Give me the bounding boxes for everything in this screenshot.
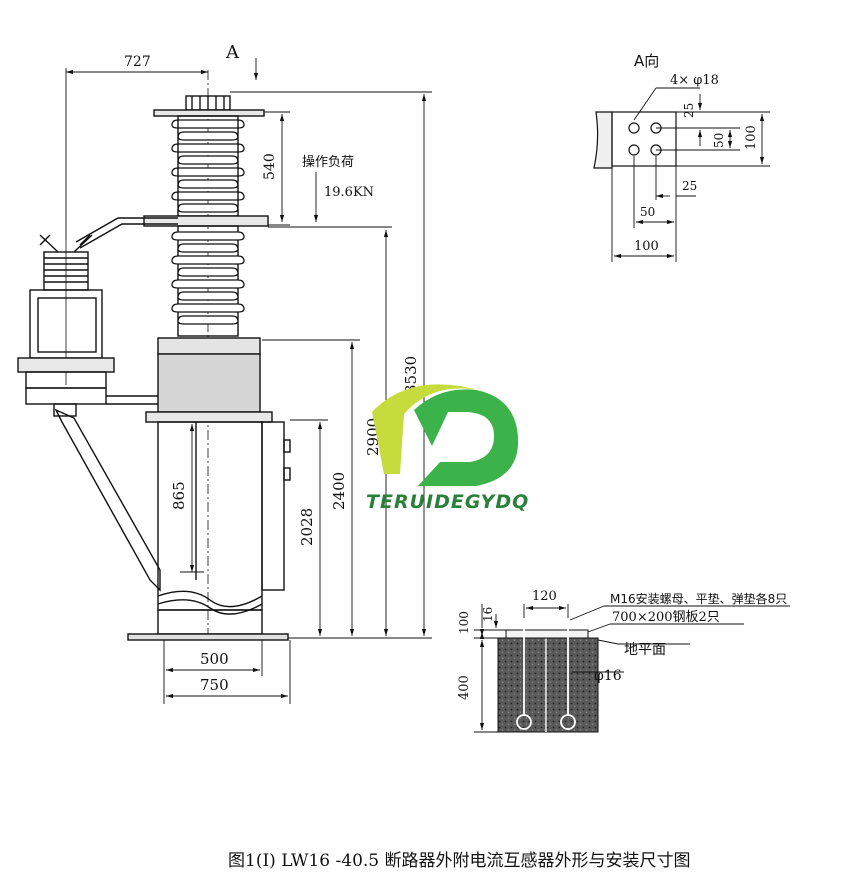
svg-text:400: 400 xyxy=(457,675,472,700)
svg-text:A向: A向 xyxy=(634,52,659,70)
insulator-shed xyxy=(177,267,239,277)
insulator-shed xyxy=(171,303,245,313)
insulator-shed xyxy=(177,179,239,189)
insulator-shed xyxy=(171,167,245,177)
svg-text:φ16: φ16 xyxy=(594,668,622,684)
insulator-shed xyxy=(177,155,239,165)
insulator-shed xyxy=(171,191,245,201)
svg-text:50: 50 xyxy=(712,133,726,148)
view-a-labels: A向 4× φ18 25 50 100 25 50 100 xyxy=(634,52,759,254)
svg-text:操作负荷: 操作负荷 xyxy=(302,154,354,170)
svg-text:19.6KN: 19.6KN xyxy=(324,185,374,200)
anchor-bolts xyxy=(516,618,576,730)
main-dimension-labels: 727 A 540 操作负荷 19.6KN 3530 2900 2400 202… xyxy=(124,42,420,694)
svg-text:100: 100 xyxy=(744,125,759,150)
foundation-dimension-lines xyxy=(474,604,790,733)
svg-text:25: 25 xyxy=(682,179,697,193)
insulator-shed xyxy=(177,315,239,325)
insulator-shed xyxy=(177,291,239,301)
foundation-labels: 120 16 100 400 φ16 M16安装螺母、平垫、弹垫各8只 700×… xyxy=(457,589,787,700)
insulator-shed xyxy=(171,255,245,265)
insulator-shed xyxy=(171,119,245,129)
svg-text:100: 100 xyxy=(457,611,471,634)
figure-caption: 图1(I) LW16 -40.5 断路器外附电流互感器外形与安装尺寸图 xyxy=(228,851,691,871)
svg-text:727: 727 xyxy=(124,54,151,70)
svg-text:865: 865 xyxy=(170,481,188,510)
svg-text:700×200钢板2只: 700×200钢板2只 xyxy=(612,610,720,625)
svg-text:120: 120 xyxy=(532,589,557,604)
svg-text:500: 500 xyxy=(200,650,229,668)
insulator-shed xyxy=(171,279,245,289)
view-a-dimension-lines xyxy=(611,87,770,262)
svg-text:2028: 2028 xyxy=(298,508,316,546)
insulator-shed xyxy=(171,143,245,153)
svg-text:25: 25 xyxy=(682,103,696,118)
svg-text:2400: 2400 xyxy=(330,472,348,510)
view-a-plate xyxy=(593,111,677,169)
logo-text: TERUIDEGYDQ xyxy=(366,491,529,513)
svg-text:M16安装螺母、平垫、弹垫各8只: M16安装螺母、平垫、弹垫各8只 xyxy=(610,591,787,606)
svg-text:A: A xyxy=(225,42,240,63)
insulator-shed xyxy=(177,131,239,141)
insulator-shed xyxy=(177,243,239,253)
svg-text:100: 100 xyxy=(634,239,659,254)
breaker-outline xyxy=(17,70,291,641)
svg-text:16: 16 xyxy=(481,607,495,622)
logo-d-green xyxy=(414,389,519,486)
svg-text:540: 540 xyxy=(262,153,278,180)
svg-text:地平面: 地平面 xyxy=(624,642,666,658)
svg-text:750: 750 xyxy=(200,676,229,694)
insulator-shed xyxy=(171,231,245,241)
svg-text:4× φ18: 4× φ18 xyxy=(670,73,719,88)
insulator-shed xyxy=(177,203,239,213)
logo-swoosh-yellow xyxy=(372,384,478,474)
svg-text:3530: 3530 xyxy=(402,356,420,394)
svg-text:50: 50 xyxy=(640,205,655,219)
teruide-logo: TERUIDEGYDQ xyxy=(366,384,529,513)
main-dimension-lines xyxy=(65,58,432,704)
foundation-blocks xyxy=(497,629,599,733)
